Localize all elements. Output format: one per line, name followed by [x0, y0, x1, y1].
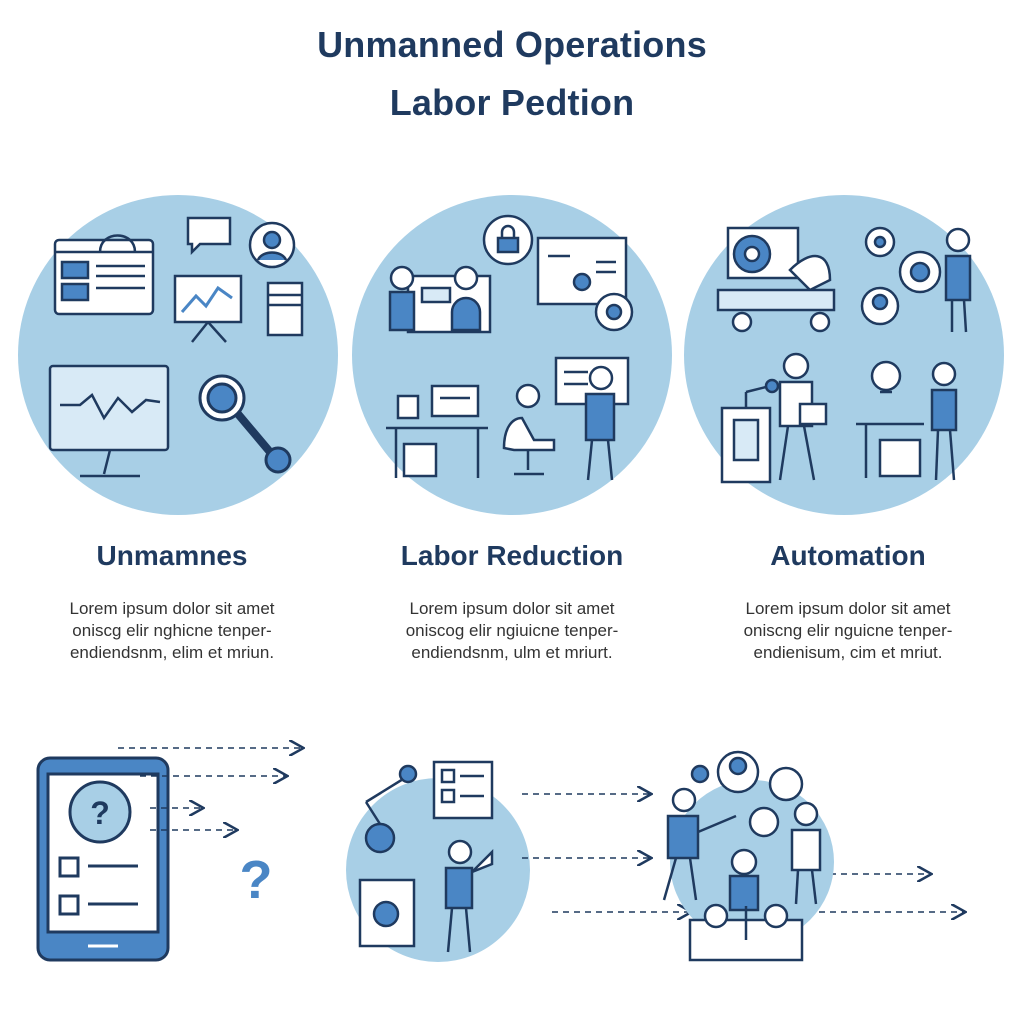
- monitor-icon: [48, 364, 170, 478]
- lightbulb-icon: [856, 360, 958, 481]
- arrow-group-left: [118, 748, 302, 830]
- circle-unmanned: [18, 195, 338, 515]
- section-description: Lorem ipsum dolor sit amet oniscg elir n…: [69, 599, 275, 662]
- arrow-group-right: [522, 794, 964, 912]
- tablet-icon: ?: [36, 756, 170, 962]
- chart-icon: [173, 274, 243, 343]
- gears-icon: [860, 226, 972, 333]
- section-heading: Unmamnes: [96, 540, 248, 571]
- section-unmanned: Unmamnes Lorem ipsum dolor sit amet onis…: [2, 540, 342, 664]
- section-labor-reduction: Labor Reduction Lorem ipsum dolor sit am…: [342, 540, 682, 664]
- page-subtitle: Labor Pedtion: [389, 82, 635, 123]
- section-automation: Automation Lorem ipsum dolor sit amet on…: [678, 540, 1018, 664]
- section-heading: Automation: [770, 540, 926, 571]
- magnifier-icon: [198, 374, 292, 474]
- machine-icon: [716, 226, 836, 333]
- presentation-cluster: [346, 760, 530, 962]
- gear-icon: [594, 292, 634, 332]
- desk-icon: [386, 383, 556, 478]
- worker-icon: [554, 356, 630, 481]
- robot-arm-icon: [720, 378, 780, 484]
- people-icon: [662, 750, 834, 962]
- browser-icon: [53, 234, 155, 316]
- page-title: Unmanned Operations: [317, 24, 707, 65]
- team-meeting-icon: [388, 265, 492, 334]
- chat-icon: [186, 216, 296, 269]
- worker-box-icon: [778, 352, 828, 481]
- svg-text:?: ?: [90, 795, 110, 831]
- document-icon: [266, 281, 304, 337]
- section-description: Lorem ipsum dolor sit amet oniscog elir …: [405, 599, 619, 662]
- section-description: Lorem ipsum dolor sit amet oniscng elir …: [743, 599, 953, 662]
- lock-icon: [482, 214, 534, 266]
- section-heading: Labor Reduction: [400, 540, 624, 571]
- circle-automation: [684, 195, 1004, 515]
- circle-labor-reduction: [352, 195, 672, 515]
- question-icon: ?: [240, 850, 273, 910]
